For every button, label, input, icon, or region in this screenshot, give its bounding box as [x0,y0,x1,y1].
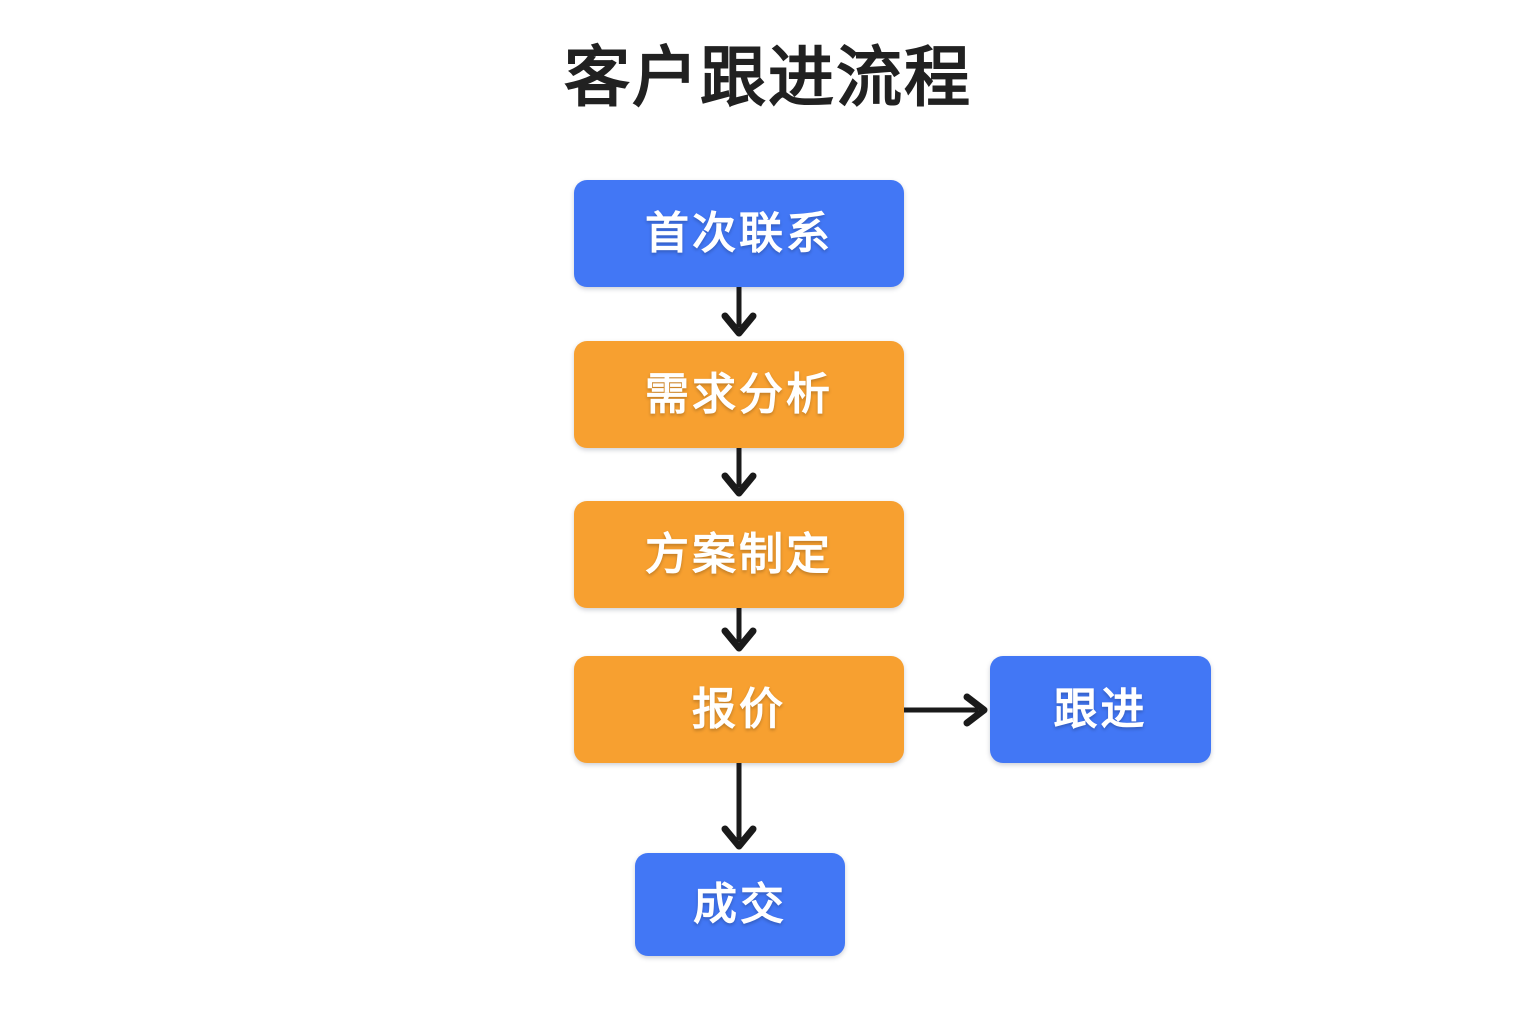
node-label: 首次联系 [645,207,833,259]
page-title: 客户跟进流程 [564,39,972,116]
node-needs-analysis[interactable]: 需求分析 [574,341,904,448]
node-first-contact[interactable]: 首次联系 [574,180,904,287]
node-quotation[interactable]: 报价 [574,656,904,763]
edge-quotation-to-follow-up [904,693,988,727]
node-label: 报价 [692,683,786,735]
node-follow-up[interactable]: 跟进 [990,656,1211,763]
node-label: 跟进 [1053,683,1148,735]
node-plan-making[interactable]: 方案制定 [574,501,904,608]
node-deal-closed[interactable]: 成交 [635,853,845,956]
edge-first-contact-to-needs-analysis [721,287,757,337]
edge-needs-analysis-to-plan-making [721,448,757,497]
edge-plan-making-to-quotation [721,608,757,652]
node-label: 需求分析 [645,368,833,420]
edge-quotation-to-deal-closed [721,763,757,850]
node-label: 成交 [693,878,787,930]
node-label: 方案制定 [645,528,833,580]
